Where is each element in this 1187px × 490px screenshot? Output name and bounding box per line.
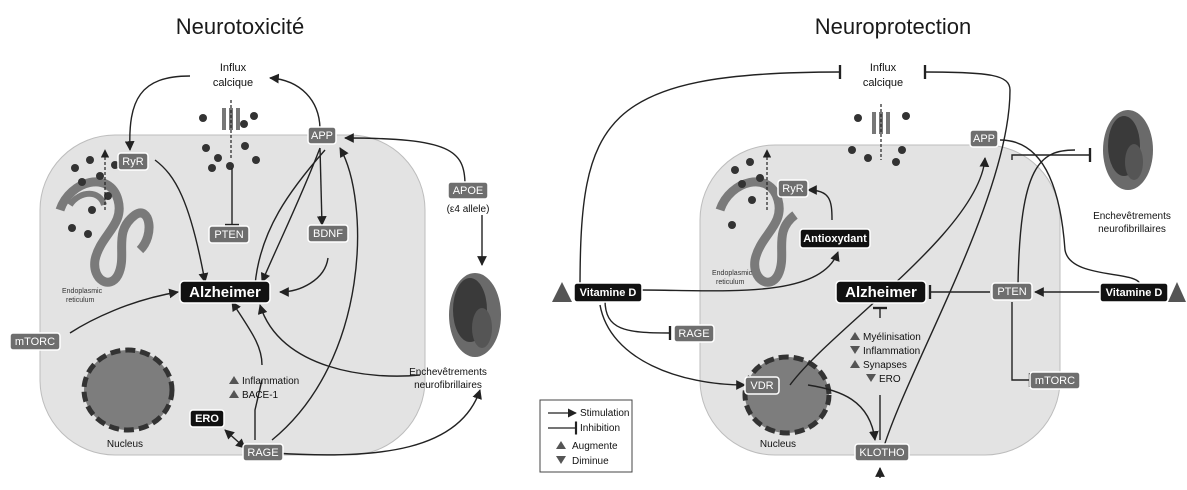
left-influx-line1: Influx [220,62,247,74]
right-edges [579,64,1141,478]
left-er-label-2: reticulum [66,297,95,304]
right-pten-node [991,282,1033,301]
legend: Stimulation Inhibition Augmente Diminue [539,399,633,473]
left-effect-1: Inflammation [242,376,299,387]
left-tangles-line1: Enchevêtrements [409,367,487,378]
right-pten-label: PTEN [997,286,1026,298]
right-klotho-node [854,443,910,462]
right-influx-line2: calcique [863,77,903,89]
left-pten-label: PTEN [214,229,243,241]
left-apoe-sub: (ε4 allele) [447,204,490,215]
left-mtorc-node [9,332,61,351]
left-effect-2: BACE-1 [242,390,279,401]
left-nucleus [81,347,175,433]
right-tangles [1103,110,1153,190]
right-antioxydant-label: Antioxydant [803,233,867,245]
left-tangles-line2: neurofibrillaires [414,380,482,391]
right-er [715,149,799,287]
left-ero-label: ERO [195,413,219,425]
right-ryr-label: RyR [782,183,803,195]
left-calcium-channel [222,100,240,160]
left-app-label: APP [311,130,333,142]
right-effect-up-icon-1 [850,332,860,340]
left-ero-node [189,409,225,428]
legend-stimulation: Stimulation [580,408,629,419]
left-tangles [449,273,501,357]
right-er-label-2: reticulum [716,279,745,286]
left-app-node [307,126,337,145]
left-effect-up-icon-1 [229,376,239,384]
left-er-label-1: Endoplasmic [62,288,103,295]
right-tangles-line1: Enchevêtrements [1093,211,1171,222]
right-calcium-channel [872,104,890,160]
right-vitd-left-label: Vitamine D [580,287,637,299]
right-nucleus-label: Nucleus [760,439,796,450]
left-influx-line2: calcique [213,77,253,89]
right-panel: Neuroprotection Influx calcique Endoplas… [552,14,1186,478]
right-effect-3: Synapses [863,360,907,371]
right-rage-label: RAGE [678,328,709,340]
right-effect-2: Inflammation [863,346,920,357]
right-ryr-node [777,179,809,198]
right-vitd-right-triangle [1168,282,1186,302]
left-alzheimer-label: Alzheimer [189,284,261,301]
left-rage-label: RAGE [247,447,278,459]
right-antioxydant-node [799,228,871,249]
right-effect-4: ERO [879,374,901,385]
legend-box [539,399,633,473]
right-klotho-label: KLOTHO [859,447,905,459]
right-vitd-right-node [1099,282,1169,303]
right-effect-1: Myélinisation [863,332,921,343]
left-pten-node [208,225,250,244]
left-mtorc-label: mTORC [15,336,55,348]
right-effect-down-icon-4 [866,374,876,382]
legend-diminue: Diminue [572,456,609,467]
left-effect-up-icon-2 [229,390,239,398]
legend-augmente-icon [556,441,566,449]
right-vitd-right-label: Vitamine D [1106,287,1163,299]
left-alzheimer-node [179,280,271,304]
right-alzheimer-node [835,280,927,304]
left-nucleus-label: Nucleus [107,439,143,450]
left-bdnf-node [307,224,349,243]
left-ryr-node [117,152,149,171]
right-calcium-ions [848,112,910,166]
left-er [55,149,154,287]
left-bdnf-label: BDNF [313,228,343,240]
right-effect-up-icon-3 [850,360,860,368]
left-rage-node [242,443,284,462]
right-er-label-1: Endoplasmic [712,270,753,277]
right-mtorc-label: mTORC [1035,375,1075,387]
right-vitd-left-triangle [552,282,572,302]
legend-inhibition: Inhibition [580,423,620,434]
right-tangles-line2: neurofibrillaires [1098,224,1166,235]
right-vdr-node [744,376,780,395]
left-panel: Neurotoxicité Influx calcique En [9,14,501,462]
right-app-node [969,129,999,148]
right-nucleus [742,354,832,436]
left-title: Neurotoxicité [176,14,304,39]
left-ryr-label: RyR [122,156,143,168]
right-mtorc-node [1029,371,1081,390]
right-rage-node [673,324,715,343]
legend-augmente: Augmente [572,441,618,452]
left-apoe-node [447,181,489,200]
right-title: Neuroprotection [815,14,972,39]
left-edges [69,73,487,456]
right-alzheimer-label: Alzheimer [845,284,917,301]
right-vitd-left-node [573,282,643,303]
right-app-label: APP [973,133,995,145]
right-influx-line1: Influx [870,62,897,74]
right-effect-down-icon-2 [850,346,860,354]
left-calcium-ions [199,112,260,172]
legend-diminue-icon [556,456,566,464]
left-apoe-label: APOE [453,185,484,197]
right-vdr-label: VDR [750,380,773,392]
